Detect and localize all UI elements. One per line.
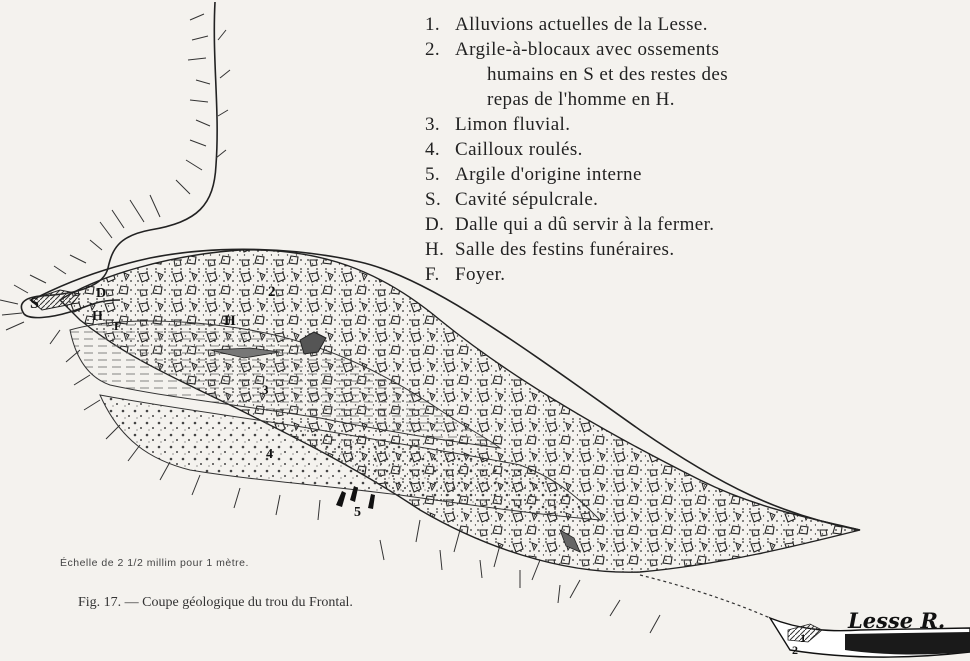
legend-item: 5.Argile d'origine interne (425, 162, 885, 187)
legend-number: 1. (425, 12, 451, 37)
legend-item: S.Cavité sépulcrale. (425, 187, 885, 212)
legend-item: H.Salle des festins funéraires. (425, 237, 885, 262)
legend-number: 2. (425, 37, 451, 62)
legend-item: 1.Alluvions actuelles de la Lesse. (425, 12, 885, 37)
legend-number: D. (425, 212, 451, 237)
legend-text: Salle des festins funéraires. (455, 239, 674, 260)
scale-note: Échelle de 2 1/2 millim pour 1 mètre. (60, 557, 249, 569)
river-label: Lesse R. (848, 608, 945, 633)
legend-item: 2.Argile-à-blocaux avec ossements (425, 37, 885, 62)
legend-text: Cailloux roulés. (455, 139, 583, 160)
legend-number: H. (425, 237, 451, 262)
legend-item: 3.Limon fluvial. (425, 112, 885, 137)
label-layer-4: 4 (266, 447, 273, 462)
label-layer-5: 5 (354, 505, 361, 520)
label-h-left: H (92, 309, 103, 324)
label-layer-2: 2 (268, 284, 276, 300)
legend-text: Cavité sépulcrale. (455, 189, 598, 210)
label-layer-1: 1 (800, 631, 806, 645)
label-s: S (30, 295, 39, 312)
legend-item-continued: humains en S et des restes des (425, 62, 917, 87)
legend-text: Argile d'origine interne (455, 164, 642, 185)
legend-number: F. (425, 262, 451, 287)
legend-item: D.Dalle qui a dû servir à la fermer. (425, 212, 885, 237)
legend-text: Dalle qui a dû servir à la fermer. (455, 214, 714, 235)
label-f: F (114, 319, 121, 333)
label-layer-2-river: 2 (792, 643, 798, 657)
label-d: D (96, 286, 106, 301)
legend-number: 4. (425, 137, 451, 162)
legend-list: 1.Alluvions actuelles de la Lesse. 2.Arg… (425, 12, 917, 287)
legend-number: S. (425, 187, 451, 212)
legend-text: Limon fluvial. (455, 114, 570, 135)
legend-item-continued: repas de l'homme en H. (425, 87, 917, 112)
figure-caption: Fig. 17. — Coupe géologique du trou du F… (78, 595, 353, 611)
legend-text: Alluvions actuelles de la Lesse. (455, 14, 708, 35)
legend-item: F.Foyer. (425, 262, 885, 287)
legend-number: 3. (425, 112, 451, 137)
legend-number: 5. (425, 162, 451, 187)
label-h-right: H (224, 313, 236, 329)
legend-text: repas de l'homme en H. (487, 89, 675, 110)
label-layer-3: 3 (262, 382, 269, 397)
legend-text: Argile-à-blocaux avec ossements (455, 39, 719, 60)
legend-text: Foyer. (455, 264, 505, 285)
slope-to-river (640, 575, 770, 618)
legend-text: humains en S et des restes des (487, 64, 728, 85)
legend-item: 4.Cailloux roulés. (425, 137, 885, 162)
